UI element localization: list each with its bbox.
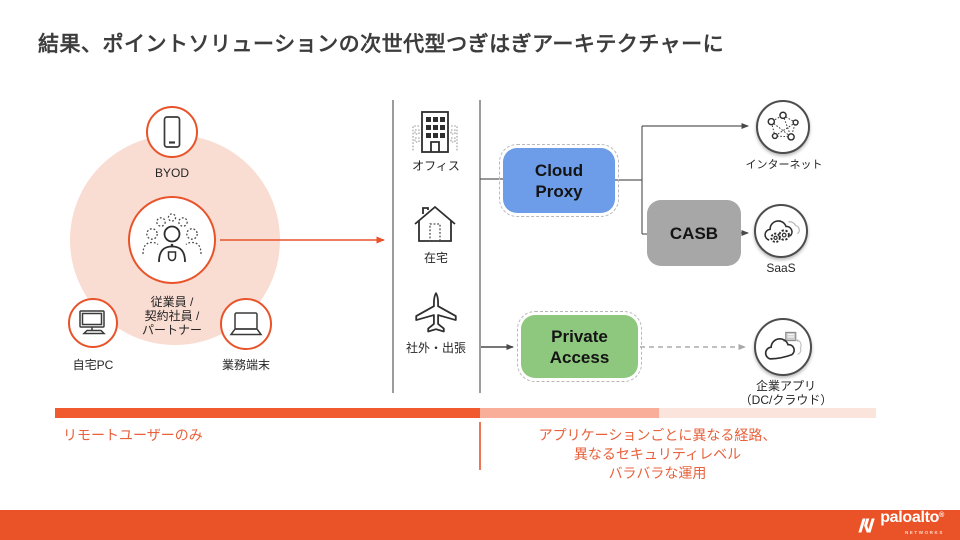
office-building-icon — [409, 108, 461, 158]
users-label-line2: 契約社員 / — [144, 309, 200, 323]
networks-subtext: NETWORKS — [904, 529, 944, 535]
users-node — [128, 196, 216, 284]
airplane-icon — [411, 289, 461, 339]
travel-label: 社外・出張 — [405, 341, 467, 355]
desktop-computer-icon — [77, 309, 109, 337]
left-caption: リモートユーザーのみ — [63, 427, 203, 443]
right-caption-line2: 異なるセキュリティレベル — [573, 446, 742, 462]
users-label: 従業員 / 契約社員 / パートナー — [142, 295, 202, 337]
home-label: 在宅 — [423, 251, 449, 265]
smartphone-icon — [159, 115, 185, 149]
cloud-proxy-label: Cloud Proxy — [534, 160, 584, 201]
home-icon — [411, 202, 459, 244]
casb-label: CASB — [669, 223, 719, 243]
internet-network-icon — [765, 109, 801, 145]
byod-label: BYOD — [154, 166, 190, 180]
users-label-line3: パートナー — [141, 323, 203, 337]
paloalto-logo-icon — [858, 518, 875, 533]
paloalto-logo: paloalto® NETWORKS — [858, 508, 944, 540]
right-caption-line3: バラバラな運用 — [608, 465, 707, 481]
right-caption-line1: アプリケーションごとに異なる経路、 — [538, 427, 777, 443]
timeline-bar-segment-medium — [480, 408, 659, 418]
office-label: オフィス — [412, 159, 460, 173]
casb-box: CASB — [647, 200, 741, 266]
enterprise-app-label-line2: （DC/クラウド） — [739, 393, 833, 407]
private-access-box: Private Access — [517, 311, 642, 382]
cloud-proxy-box: Cloud Proxy — [499, 144, 619, 217]
user-group-icon — [141, 212, 203, 268]
work-device-node — [220, 298, 272, 350]
saas-cloud-gears-icon — [761, 215, 801, 247]
internet-node — [756, 100, 810, 154]
paloalto-wordmark: paloalto® NETWORKS — [880, 508, 944, 540]
enterprise-app-node — [754, 318, 812, 376]
work-device-label: 業務端末 — [221, 358, 271, 372]
home-pc-node — [68, 298, 118, 348]
byod-node — [146, 106, 198, 158]
saas-label: SaaS — [766, 261, 796, 275]
timeline-bar-segment-solid — [55, 408, 480, 418]
enterprise-app-cloud-icon — [762, 329, 804, 365]
paloalto-wordmark-text: paloalto — [880, 508, 940, 526]
right-caption: アプリケーションごとに異なる経路、 異なるセキュリティレベル バラバラな運用 — [495, 426, 820, 483]
users-label-line1: 従業員 / — [150, 295, 194, 309]
enterprise-app-label: 企業アプリ （DC/クラウド） — [740, 379, 833, 407]
saas-node — [754, 204, 808, 258]
private-access-label: Private Access — [549, 326, 610, 367]
footer-bar: paloalto® NETWORKS — [0, 508, 960, 540]
timeline-bar-segment-light — [659, 408, 876, 418]
enterprise-app-label-line1: 企業アプリ — [755, 379, 817, 393]
home-pc-label: 自宅PC — [72, 358, 114, 372]
registered-mark: ® — [939, 511, 944, 519]
laptop-icon — [229, 311, 263, 337]
slide-title: 結果、ポイントソリューションの次世代型つぎはぎアーキテクチャーに — [38, 33, 725, 56]
internet-label: インターネット — [745, 159, 823, 171]
